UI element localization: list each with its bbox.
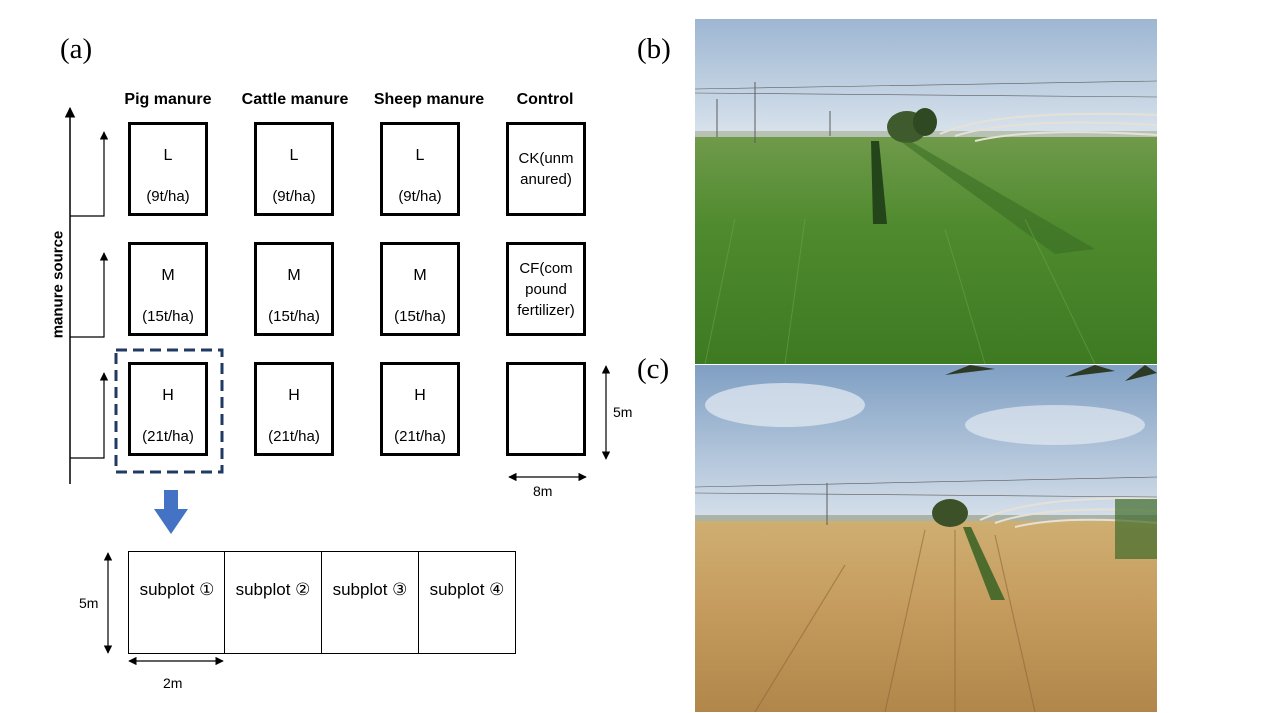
- subplot-width-label: 2m: [163, 675, 183, 691]
- plot-level: L: [415, 147, 425, 164]
- plot-level: L: [289, 147, 299, 164]
- plot-control-ck: CK(unm anured): [506, 122, 586, 216]
- subplot-label: subplot ③: [332, 580, 408, 599]
- subplot-label: subplot ④: [429, 580, 505, 599]
- plot-level: M: [287, 267, 301, 284]
- plot-control-label: CF(com pound fertilizer): [517, 259, 575, 319]
- plot-level: L: [163, 147, 173, 164]
- column-header-control: Control: [516, 91, 574, 108]
- plot-control-label: CK(unm anured): [518, 150, 574, 188]
- mature-wheat-field-illustration: [695, 365, 1157, 712]
- column-header-pig: Pig manure: [124, 91, 212, 108]
- photo-green-wheat-field: [695, 19, 1157, 364]
- subplot-label: subplot ②: [235, 580, 311, 599]
- plot-rate: (21t/ha): [268, 428, 320, 445]
- plot-rate: (21t/ha): [394, 428, 446, 445]
- plot-level: H: [288, 387, 300, 404]
- plot-rate: (9t/ha): [272, 188, 316, 205]
- plot-rate: (15t/ha): [394, 308, 446, 325]
- diagram-lines: [64, 106, 611, 666]
- plot-width-label: 8m: [533, 483, 553, 499]
- plot-cattle-medium: M (15t/ha): [254, 242, 334, 336]
- column-header-cattle: Cattle manure: [241, 91, 349, 108]
- subplot-height-label: 5m: [79, 595, 99, 611]
- plot-sheep-high: H (21t/ha): [380, 362, 460, 456]
- plot-sheep-low: L (9t/ha): [380, 122, 460, 216]
- selected-plot-dashed-box: [114, 348, 224, 474]
- panel-label-c: (c): [637, 353, 670, 385]
- plot-cattle-high: H (21t/ha): [254, 362, 334, 456]
- plot-pig-medium: M (15t/ha): [128, 242, 208, 336]
- plot-rate: (9t/ha): [146, 188, 190, 205]
- plot-pig-high: H (21t/ha): [128, 362, 208, 456]
- row-bracket-high: [70, 372, 109, 459]
- panel-label-b: (b): [637, 33, 671, 65]
- plot-rate: (21t/ha): [142, 428, 194, 445]
- panel-label-a: (a): [60, 33, 93, 65]
- row-bracket-medium: [70, 252, 109, 338]
- plot-rate: (15t/ha): [268, 308, 320, 325]
- expand-down-arrow: [154, 490, 188, 534]
- plot-level: M: [413, 267, 427, 284]
- column-header-sheep: Sheep manure: [373, 91, 485, 108]
- plot-rate: (9t/ha): [398, 188, 442, 205]
- plot-level: H: [414, 387, 426, 404]
- subplot-4: subplot ④: [418, 551, 516, 654]
- subplot-label: subplot ①: [139, 580, 215, 599]
- plot-pig-low: L (9t/ha): [128, 122, 208, 216]
- green-wheat-field-illustration: [695, 19, 1157, 364]
- plot-cattle-low: L (9t/ha): [254, 122, 334, 216]
- plot-level: H: [162, 387, 174, 404]
- subplot-2: subplot ②: [224, 551, 322, 654]
- plot-sheep-medium: M (15t/ha): [380, 242, 460, 336]
- subplot-1: subplot ①: [128, 551, 226, 654]
- plot-rate: (15t/ha): [142, 308, 194, 325]
- plot-control-empty: [506, 362, 586, 456]
- photo-mature-wheat-field: [695, 365, 1157, 712]
- row-bracket-low: [70, 131, 109, 217]
- plot-height-label: 5m: [613, 404, 633, 420]
- plot-level: M: [161, 267, 175, 284]
- subplot-3: subplot ③: [321, 551, 419, 654]
- plot-control-cf: CF(com pound fertilizer): [506, 242, 586, 336]
